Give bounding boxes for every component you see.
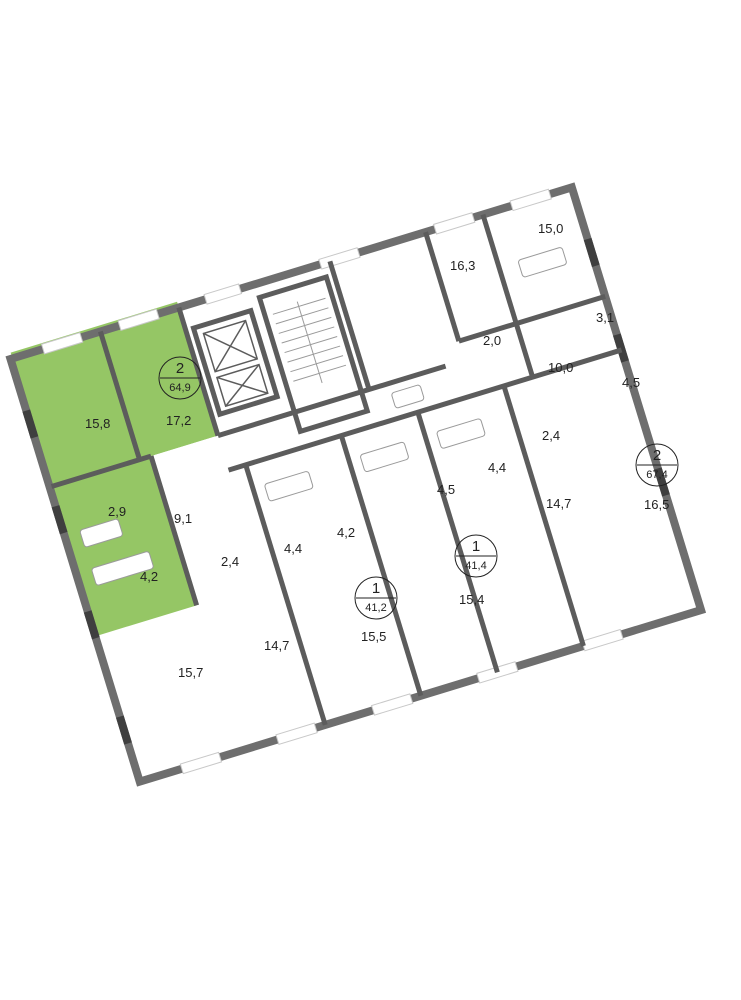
building xyxy=(5,182,707,787)
apartment-badge[interactable]: 1 41,2 xyxy=(354,576,398,620)
room-label: 15,5 xyxy=(361,629,386,644)
apartment-badge[interactable]: 2 64,9 xyxy=(158,356,202,400)
room-label: 15,4 xyxy=(459,592,484,607)
apartment-badge[interactable]: 1 41,4 xyxy=(454,534,498,578)
highlighted-apartment-notch xyxy=(151,435,229,491)
room-label: 15,0 xyxy=(538,221,563,236)
room-label: 15,7 xyxy=(178,665,203,680)
room-label: 9,1 xyxy=(174,511,192,526)
room-label: 2,9 xyxy=(108,504,126,519)
room-label: 4,4 xyxy=(488,460,506,475)
badge-room-count: 2 xyxy=(176,360,184,377)
room-label: 2,4 xyxy=(221,554,239,569)
room-label: 2,0 xyxy=(483,333,501,348)
room-label: 3,1 xyxy=(596,310,614,325)
room-label: 4,5 xyxy=(437,482,455,497)
interior-walls xyxy=(50,213,623,726)
badge-circle xyxy=(635,443,679,487)
room-label: 4,2 xyxy=(337,525,355,540)
badge-room-count: 1 xyxy=(372,580,380,597)
room-label: 15,8 xyxy=(85,416,110,431)
room-label: 4,2 xyxy=(140,569,158,584)
room-label: 14,7 xyxy=(264,638,289,653)
badge-circle xyxy=(158,356,202,400)
badge-circle xyxy=(354,576,398,620)
elevator-shafts xyxy=(202,319,269,408)
room-label: 2,4 xyxy=(542,428,560,443)
badge-area: 64,9 xyxy=(169,382,190,394)
room-labels: 15,8 17,2 2,9 9,1 4,2 15,7 16,3 15,0 2,0… xyxy=(85,221,669,680)
room-label: 16,5 xyxy=(644,497,669,512)
room-label: 4,5 xyxy=(622,375,640,390)
room-label: 16,3 xyxy=(450,258,475,273)
bathroom-fixtures xyxy=(79,247,567,586)
badge-circle xyxy=(454,534,498,578)
stair-treads xyxy=(272,297,347,384)
badge-area: 67,4 xyxy=(646,469,667,481)
room-label: 14,7 xyxy=(546,496,571,511)
room-label: 4,4 xyxy=(284,541,302,556)
window-glazing xyxy=(40,188,624,775)
room-label: 17,2 xyxy=(166,413,191,428)
room-label: 10,0 xyxy=(548,360,573,375)
badge-room-count: 2 xyxy=(653,447,661,464)
badge-area: 41,4 xyxy=(465,560,486,572)
badge-room-count: 1 xyxy=(472,538,480,555)
badge-area: 41,2 xyxy=(365,602,386,614)
apartment-badge[interactable]: 2 67,4 xyxy=(635,443,679,487)
